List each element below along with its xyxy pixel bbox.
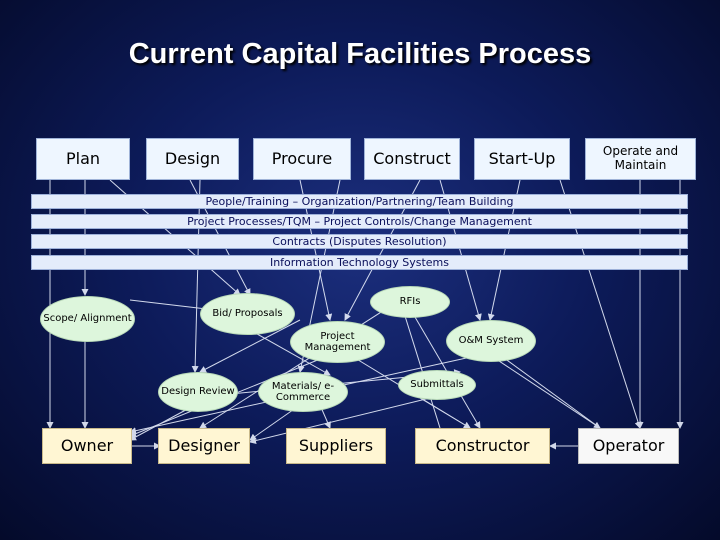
actor-operator: Operator: [578, 428, 679, 464]
phase-procure: Procure: [253, 138, 351, 180]
actor-owner: Owner: [42, 428, 132, 464]
phase-plan: Plan: [36, 138, 130, 180]
band-contracts: Contracts (Disputes Resolution): [31, 234, 688, 249]
project-management-oval: Project Management: [290, 321, 385, 363]
om-system-oval: O&M System: [446, 320, 536, 362]
phase-start-up: Start-Up: [474, 138, 570, 180]
phase-design: Design: [146, 138, 239, 180]
actor-designer: Designer: [158, 428, 250, 464]
page-title: Current Capital Facilities Process: [128, 38, 592, 70]
band-project-processes: Project Processes/TQM – Project Controls…: [31, 214, 688, 229]
design-review-oval: Design Review: [158, 372, 238, 412]
bid-proposals-oval: Bid/ Proposals: [200, 293, 295, 335]
actor-suppliers: Suppliers: [286, 428, 386, 464]
scope-alignment-oval: Scope/ Alignment: [40, 296, 135, 342]
phase-construct: Construct: [364, 138, 460, 180]
band-information-technology: Information Technology Systems: [31, 255, 688, 270]
submittals-oval: Submittals: [398, 370, 476, 400]
phase-operate-maintain: Operate and Maintain: [585, 138, 696, 180]
rfis-oval: RFIs: [370, 286, 450, 318]
band-people-training: People/Training – Organization/Partnerin…: [31, 194, 688, 209]
materials-ecommerce-oval: Materials/ e-Commerce: [258, 372, 348, 412]
actor-constructor: Constructor: [415, 428, 550, 464]
